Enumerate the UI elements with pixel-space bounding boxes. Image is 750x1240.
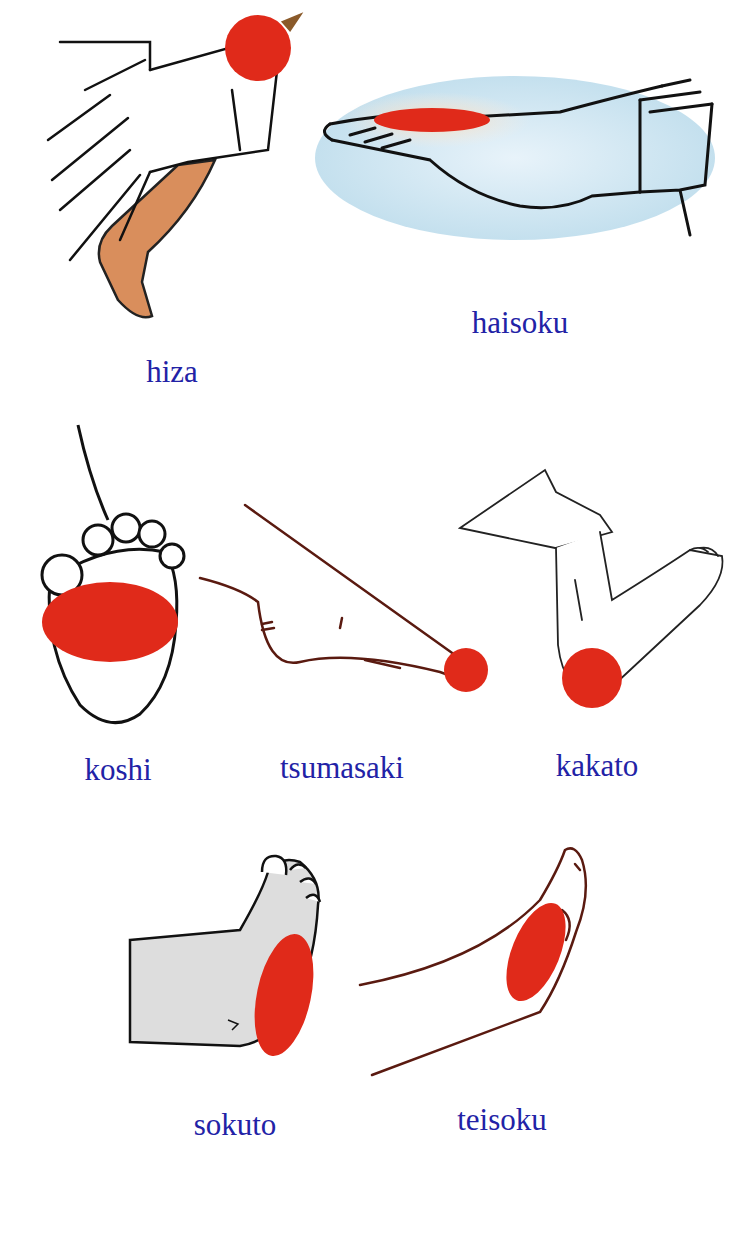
part-label: koshi [84, 753, 151, 787]
knee-figure [48, 15, 300, 317]
instep-figure [315, 76, 715, 240]
part-label: hiza [146, 355, 198, 389]
part-label: tsumasaki [280, 751, 404, 785]
label-slot: hiza [146, 355, 198, 389]
foot-edge-figure [130, 856, 323, 1061]
toe-tip-figure [200, 505, 488, 692]
sole-edge-figure [360, 848, 586, 1075]
heel-figure [460, 470, 723, 708]
label-slot: kakato [556, 749, 639, 783]
part-label: kakato [556, 749, 639, 783]
label-slot: sokuto [194, 1108, 277, 1142]
label-slot: tsumasaki [280, 751, 404, 785]
part-label: sokuto [194, 1108, 277, 1142]
label-slot: haisoku [472, 306, 568, 340]
ball-of-foot-figure [42, 425, 184, 723]
part-label: haisoku [472, 306, 568, 340]
label-slot: koshi [84, 753, 151, 787]
part-label: teisoku [457, 1103, 547, 1137]
label-slot: teisoku [457, 1103, 547, 1137]
